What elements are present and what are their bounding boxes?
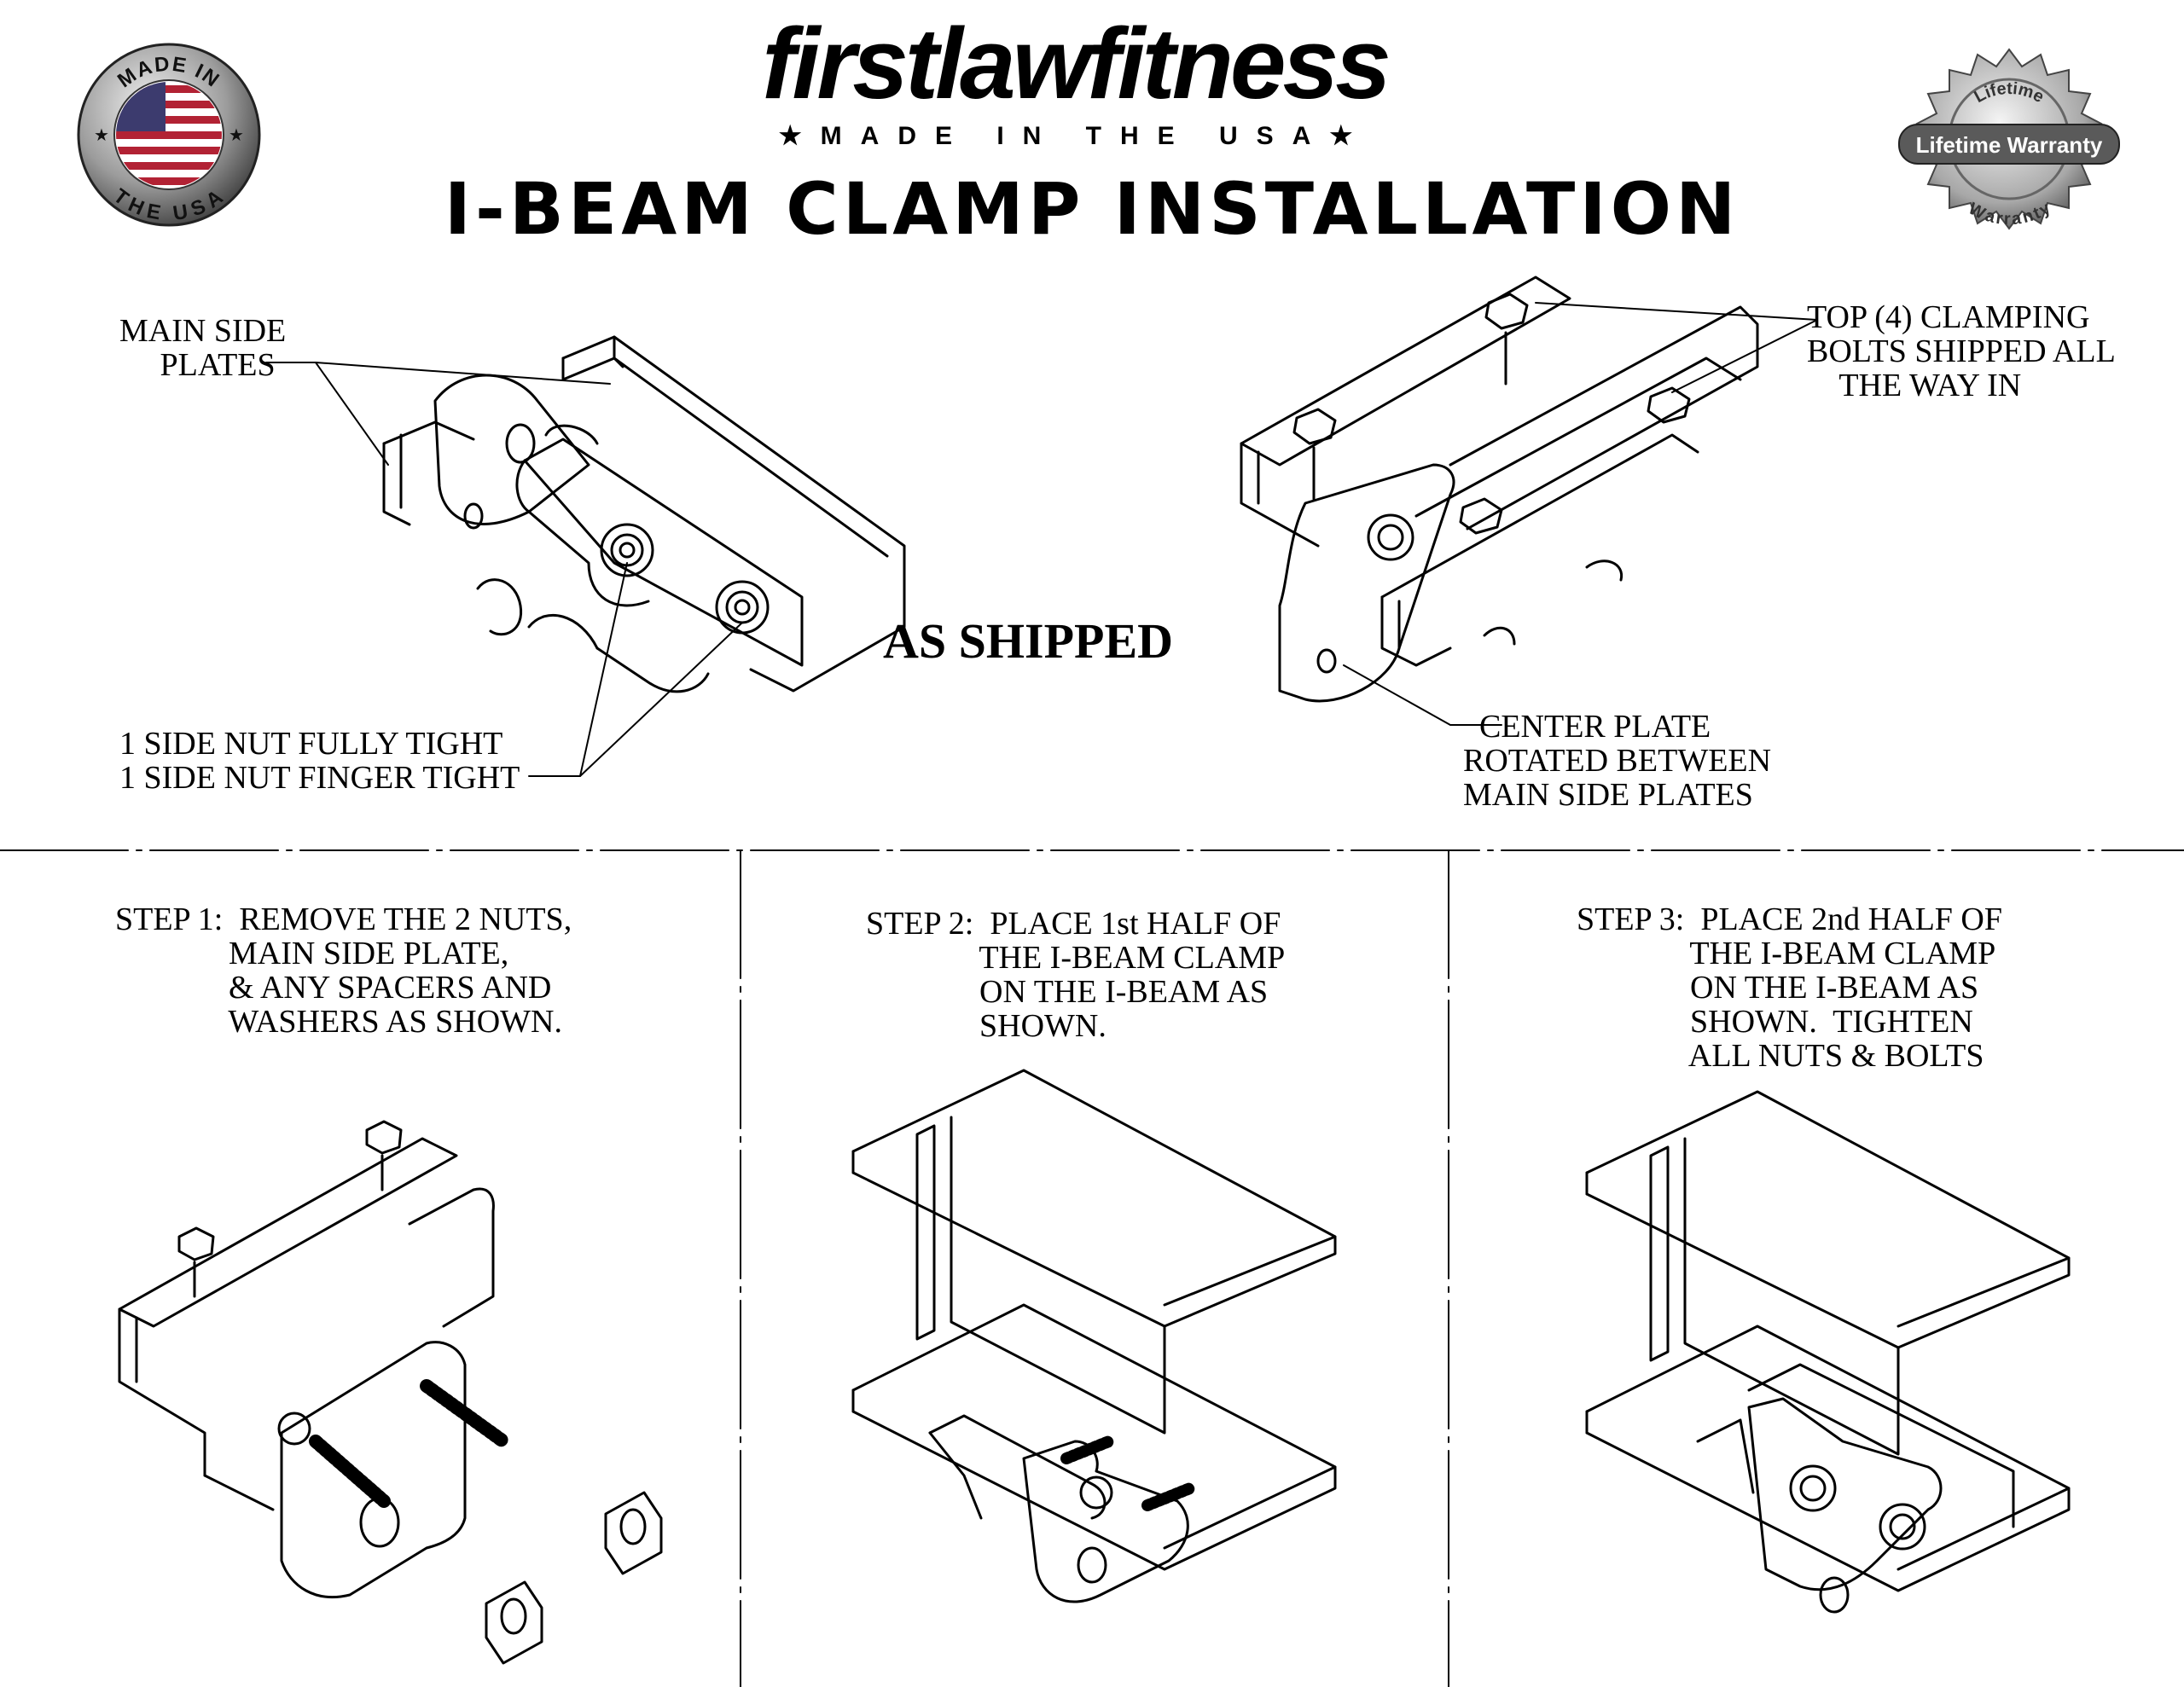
step-3-text: STEP 3: PLACE 2nd HALF OF THE I-BEAM CLA…: [1577, 901, 2002, 1074]
lifetime-warranty-seal-icon: Lifetime Warranty Lifetime Warranty: [1898, 48, 2120, 230]
callout-leaders: [265, 302, 1818, 777]
callout-center-plate: CENTER PLATE ROTATED BETWEEN MAIN SIDE P…: [1463, 709, 1772, 813]
brand-tagline: ★MADE IN THE USA★: [778, 122, 1372, 150]
clamp-as-shipped-right: [1240, 275, 1759, 703]
step1-parts: [118, 1120, 663, 1665]
page-title: I-BEAM CLAMP INSTALLATION: [444, 167, 1740, 251]
callout-main-side-plates: MAIN SIDE PLATES: [119, 313, 287, 383]
clamp-as-shipped-left: [382, 335, 906, 693]
svg-text:★: ★: [229, 126, 244, 145]
made-in-usa-seal-icon: MADE IN THE USA ★ ★: [77, 43, 261, 227]
warranty-banner-text: Lifetime Warranty: [1916, 132, 2103, 158]
svg-text:★: ★: [94, 126, 109, 145]
callout-side-nuts: 1 SIDE NUT FULLY TIGHT 1 SIDE NUT FINGER…: [119, 726, 520, 796]
step-2-text: STEP 2: PLACE 1st HALF OF THE I-BEAM CLA…: [866, 906, 1286, 1044]
step3-ibeam: [1585, 1090, 2071, 1614]
step-1-text: STEP 1: REMOVE THE 2 NUTS, MAIN SIDE PLA…: [115, 901, 572, 1040]
brand-logo: firstlawfitness: [762, 8, 1391, 120]
step2-ibeam: [851, 1069, 1337, 1603]
as-shipped-heading: AS SHIPPED: [883, 613, 1174, 669]
callout-top-bolts: TOP (4) CLAMPING BOLTS SHIPPED ALL THE W…: [1807, 299, 2116, 403]
